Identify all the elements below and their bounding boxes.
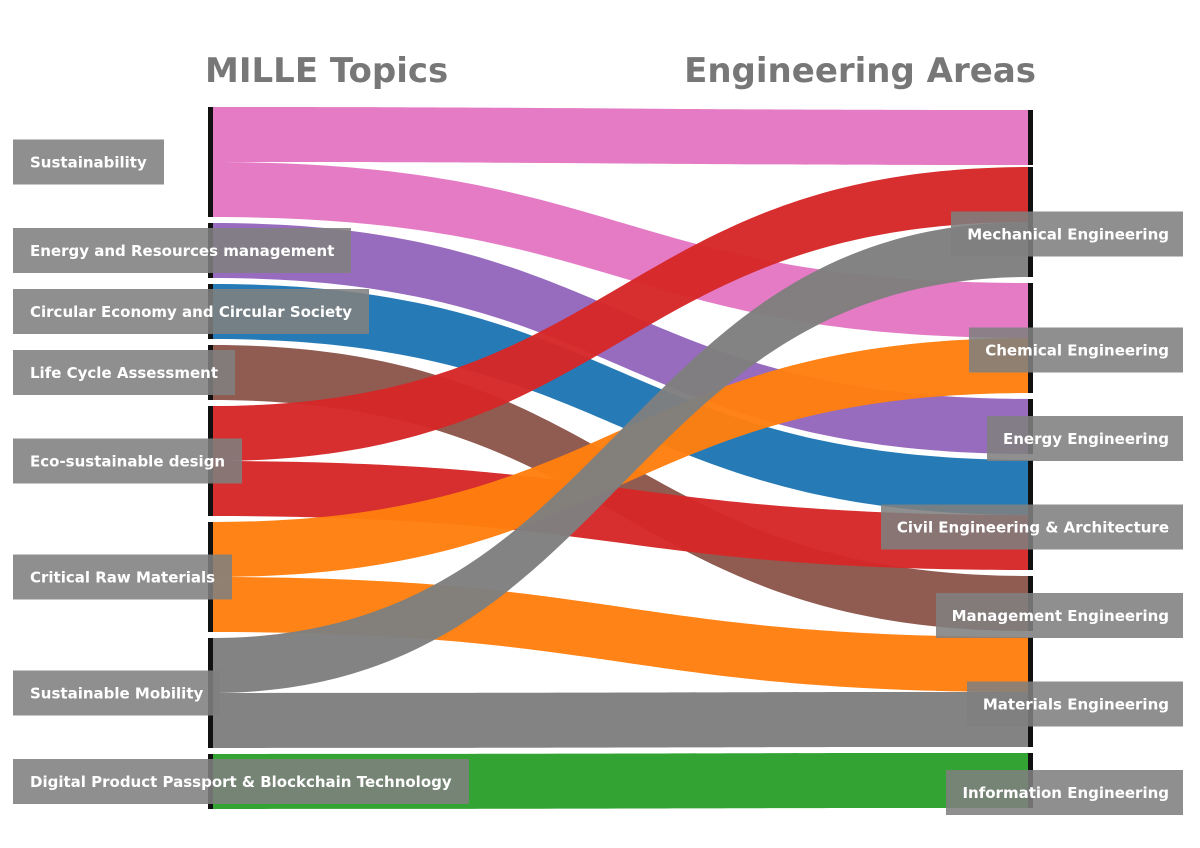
- source-label-text: Digital Product Passport & Blockchain Te…: [30, 773, 452, 791]
- target-node-label-chem: Chemical Engineering: [969, 327, 1183, 373]
- target-label-text: Materials Engineering: [983, 696, 1169, 714]
- source-label-text: Energy and Resources management: [30, 242, 334, 260]
- source-label-box: [13, 228, 351, 273]
- target-label-box: [967, 681, 1183, 727]
- target-label-text: Mechanical Engineering: [967, 226, 1169, 244]
- source-node-label-lca: Life Cycle Assessment: [13, 350, 235, 395]
- flow-eco-to-mech: [212, 167, 1030, 461]
- flow-eco-to-civ: [212, 461, 1030, 570]
- target-label-text: Civil Engineering & Architecture: [897, 519, 1169, 537]
- source-node-label-mob: Sustainable Mobility: [13, 670, 220, 716]
- source-label-box: [13, 670, 220, 716]
- right-column-title: Engineering Areas: [684, 51, 1036, 91]
- target-label-box: [987, 416, 1183, 461]
- target-node-label-en: Energy Engineering: [987, 416, 1183, 461]
- source-label-text: Eco-sustainable design: [30, 453, 225, 471]
- source-node-label-ce: Circular Economy and Circular Society: [13, 289, 369, 334]
- source-label-box: [13, 759, 469, 804]
- source-label-text: Life Cycle Assessment: [30, 364, 218, 382]
- target-node-label-civ: Civil Engineering & Architecture: [881, 504, 1183, 550]
- target-label-box: [969, 327, 1183, 373]
- target-node-label-man: Management Engineering: [936, 593, 1183, 638]
- left-column-title: MILLE Topics: [205, 51, 448, 91]
- source-label-text: Circular Economy and Circular Society: [30, 303, 352, 321]
- target-label-text: Information Engineering: [962, 784, 1169, 802]
- target-label-box: [946, 770, 1183, 815]
- flow-sus-to-unl: [212, 107, 1030, 165]
- source-label-box: [13, 554, 232, 600]
- source-node-label-erm: Energy and Resources management: [13, 228, 351, 273]
- flow-mob-to-mat: [212, 692, 1030, 748]
- source-label-box: [13, 289, 369, 334]
- target-node-label-inf: Information Engineering: [946, 770, 1183, 815]
- source-node-label-eco: Eco-sustainable design: [13, 438, 242, 484]
- target-label-text: Energy Engineering: [1003, 430, 1169, 448]
- flow-links: [212, 107, 1030, 809]
- source-label-box: [13, 139, 164, 185]
- target-label-text: Chemical Engineering: [985, 342, 1169, 360]
- source-node-label-dpp: Digital Product Passport & Blockchain Te…: [13, 759, 469, 804]
- source-label-text: Sustainability: [30, 154, 147, 172]
- target-label-box: [936, 593, 1183, 638]
- source-label-box: [13, 350, 235, 395]
- target-label-text: Management Engineering: [952, 607, 1169, 625]
- source-label-text: Critical Raw Materials: [30, 569, 215, 587]
- source-label-box: [13, 438, 242, 484]
- source-node-label-sus: Sustainability: [13, 139, 164, 185]
- target-label-box: [881, 504, 1183, 550]
- source-label-text: Sustainable Mobility: [30, 685, 203, 703]
- source-node-label-crm: Critical Raw Materials: [13, 554, 232, 600]
- target-node-label-mech: Mechanical Engineering: [951, 211, 1183, 257]
- target-node-label-mat: Materials Engineering: [967, 681, 1183, 727]
- source-node-bar-sus: [208, 107, 213, 217]
- flow-ce-to-civ: [212, 284, 1030, 515]
- target-label-box: [951, 211, 1183, 257]
- target-node-bar-unl: [1028, 110, 1033, 165]
- flow-mob-to-mech: [212, 222, 1030, 693]
